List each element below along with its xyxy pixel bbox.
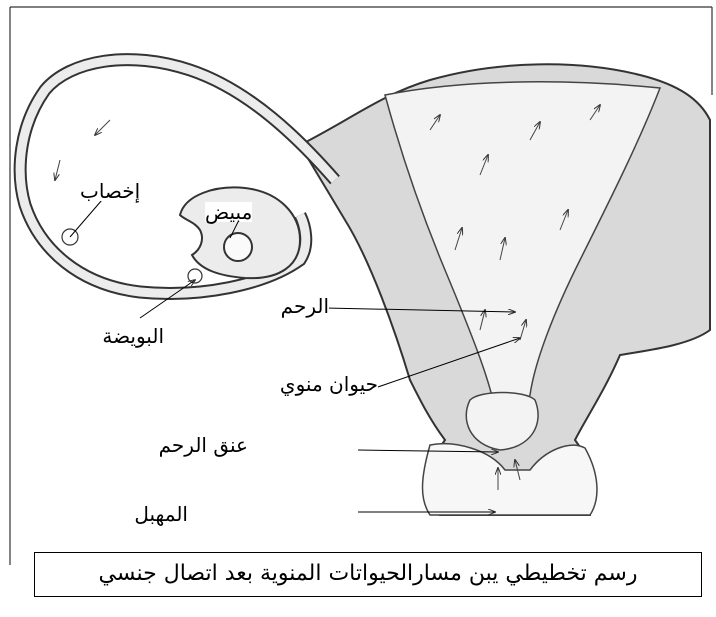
label-ovary: مبيض (205, 202, 252, 222)
label-sperm: حيوان منوي (228, 369, 378, 401)
label-ovum: البويضة (34, 322, 164, 352)
label-vagina: المهبل (117, 494, 358, 534)
ovum-cell (188, 269, 202, 283)
ovary-follicle (224, 233, 252, 261)
label-cervix: عنق الرحم (106, 428, 358, 464)
label-fertilization: إخصاب (80, 181, 140, 201)
leader-fertilization (70, 200, 102, 237)
label-uterus: الرحم (244, 293, 329, 321)
diagram-caption: رسم تخطيطي يبن مسارالحيواتات المنوية بعد… (34, 552, 702, 597)
